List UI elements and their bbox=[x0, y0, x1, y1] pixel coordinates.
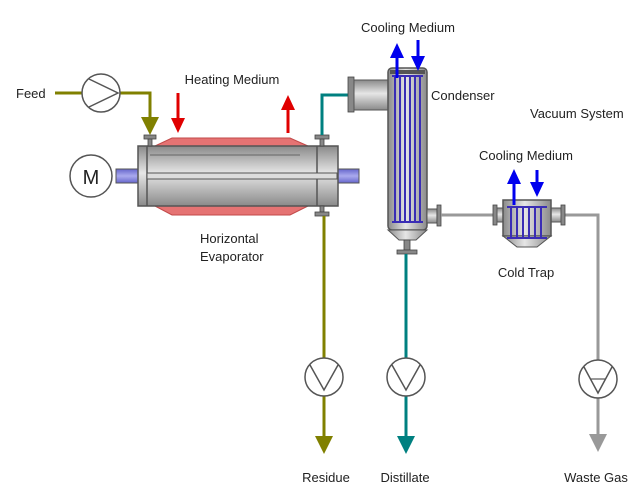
feed-label: Feed bbox=[16, 86, 46, 101]
cold-trap bbox=[492, 199, 566, 248]
residue-pump-icon bbox=[304, 357, 344, 397]
motor-icon: M bbox=[69, 154, 113, 198]
gas-line bbox=[441, 213, 607, 452]
condenser-cooling-out-arrow bbox=[390, 43, 404, 78]
condenser bbox=[386, 67, 442, 255]
heating-medium-out-arrow bbox=[281, 95, 295, 133]
condenser-cooling-in-arrow bbox=[411, 40, 425, 71]
cold-trap-cooling-out-arrow bbox=[507, 169, 521, 205]
vacuum-system-label: Vacuum System bbox=[530, 106, 624, 121]
residue-label: Residue bbox=[302, 470, 350, 485]
heating-jacket bbox=[154, 137, 309, 216]
distillate-label: Distillate bbox=[380, 470, 429, 485]
cold-trap-cooling-medium-label: Cooling Medium bbox=[479, 148, 573, 163]
vacuum-pump-icon bbox=[578, 359, 618, 399]
heating-medium-label: Heating Medium bbox=[185, 72, 280, 87]
condenser-coil bbox=[392, 75, 423, 223]
vapor-line bbox=[320, 76, 391, 135]
horizontal-evaporator bbox=[137, 134, 339, 217]
motor-label: M bbox=[83, 167, 100, 189]
distillate-pump-icon bbox=[386, 357, 426, 397]
condenser-cooling-medium-label: Cooling Medium bbox=[361, 20, 455, 35]
feed-pump-icon bbox=[81, 73, 121, 113]
evaporator-label-line1: Horizontal bbox=[200, 231, 259, 246]
feed-line bbox=[55, 91, 159, 135]
waste-gas-label: Waste Gas bbox=[564, 470, 628, 485]
cold-trap-coil bbox=[507, 206, 547, 239]
condenser-label: Condenser bbox=[431, 88, 495, 103]
evaporator-label-line2: Evaporator bbox=[200, 249, 264, 264]
motor-shaft bbox=[115, 168, 360, 184]
cold-trap-label: Cold Trap bbox=[498, 265, 554, 280]
heating-medium-in-arrow bbox=[171, 93, 185, 133]
cold-trap-cooling-in-arrow bbox=[530, 170, 544, 197]
